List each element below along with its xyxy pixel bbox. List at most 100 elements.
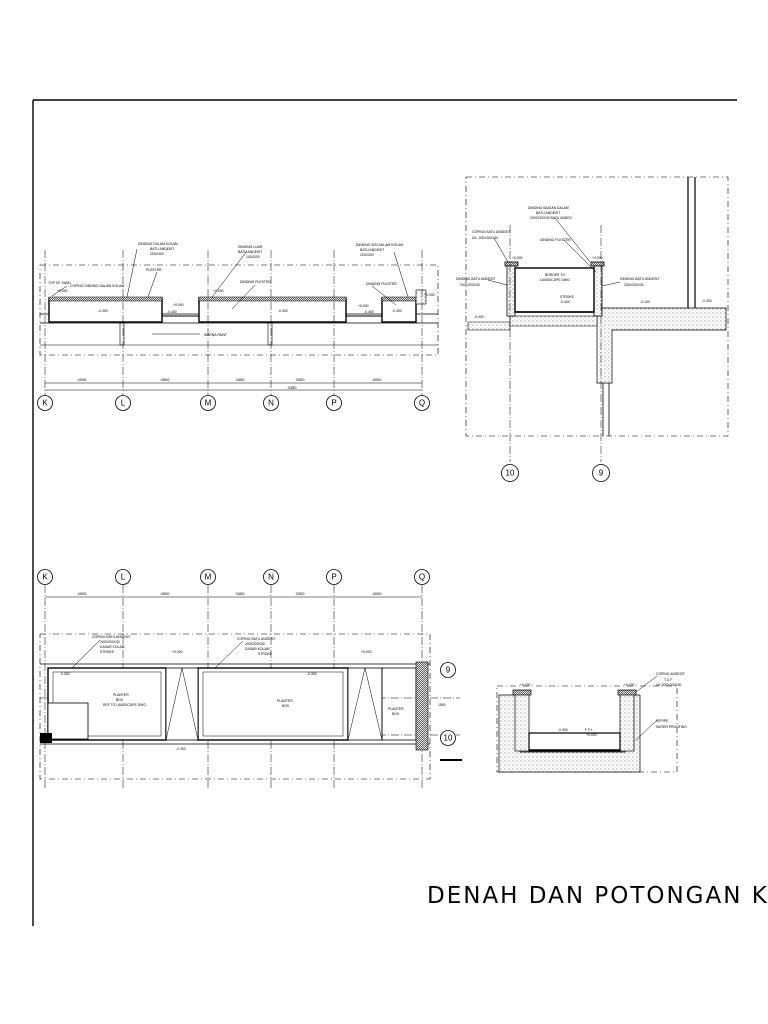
label-plan-ref: REF TO LANDSCAPE DWG [103, 703, 146, 707]
label-plan-planter-mid-box: BOX [282, 704, 290, 708]
grid-axis-n: N [268, 399, 274, 408]
grid-axis-k-plan: K [42, 573, 48, 582]
grid-axes-top [37, 250, 430, 411]
level-b-far: -0.300 [702, 299, 712, 303]
pool-plan: K L M N P Q 4005 4500 3450 3300 4000 [37, 569, 462, 790]
level-c-inner: -0.300 [558, 728, 568, 732]
grid-axis-n-plan: N [268, 573, 274, 582]
grid-axis-9-b: 9 [599, 469, 604, 478]
label-wall-right: DINDING SISI DALAM KOLAM [356, 243, 403, 247]
label-b-stroke: STROKE [560, 295, 575, 299]
label-b-wall-inner: DINDING BAGIAN DALAM [528, 206, 569, 210]
pool-2-section [198, 297, 347, 323]
dim-k-l: 4005 [78, 377, 88, 382]
label-b-coping: COPING BATU ANDESIT [472, 230, 511, 234]
level-b-right: -0.100 [640, 300, 650, 304]
level-water-1: -0.300 [98, 309, 108, 313]
dim-plan-n-p: 3300 [296, 591, 306, 596]
dim-plan-m-n: 3450 [236, 591, 246, 596]
label-b-wall-left: DINDING BATU ANDESIT [456, 277, 496, 281]
label-plan-stroke: STROKE [100, 650, 115, 654]
planter-box-1 [165, 667, 199, 741]
label-c-ffl: F F L [585, 728, 593, 732]
level-plan-a: +0.000 [172, 650, 183, 654]
level-deck-2: -0.400 [364, 310, 374, 314]
level-c-top: +0.000 [520, 683, 531, 687]
dim-plan-l-m: 4500 [161, 591, 171, 596]
label-wall-left-finish: BATU ANDESIT [150, 247, 174, 251]
label-b-plaster: DINDING PLESTER [540, 238, 571, 242]
grid-axis-m: M [205, 399, 212, 408]
label-plan-coping2-size: 200X200X30 [245, 642, 265, 646]
label-plan-pool: DASAR KOLAM [100, 645, 125, 649]
level-a4: +0.000 [358, 304, 369, 308]
label-plan-planter-box: BOX [116, 698, 124, 702]
label-wall-left-size: 200X300 [150, 252, 164, 256]
label-plan-coping-size: 200X200X30 [100, 640, 120, 644]
level-c-ffl: +0.400 [586, 733, 597, 737]
level-b-top-left: +0.000 [512, 256, 523, 260]
level-a1: +0.000 [57, 289, 68, 293]
label-plan-coping2: COPING BATU ANDESIT [237, 637, 276, 641]
pool-2-plan [197, 667, 349, 741]
label-b-wall-inner-finish: BATU ANDESIT [536, 211, 560, 215]
grid-axis-q-plan: Q [419, 573, 425, 582]
sheet-title: DENAH DAN POTONGAN KOLAM [427, 883, 768, 909]
dim-plan-p-q: 4000 [373, 591, 383, 596]
dim-total: 3350 [288, 385, 298, 390]
label-b-coping-size: UK. 200X200X30 [472, 236, 498, 240]
level-c-top-right: +0.000 [624, 683, 635, 687]
label-wall-mid: DINDING LUAR [238, 245, 263, 249]
section-pool-small: COPING ANDESIT T.O.F UK.200X200X30 SEPIP… [496, 672, 687, 773]
label-wall-right-finish: BATU ANDESIT [360, 248, 384, 252]
label-plan-planter: PLANTER [113, 693, 129, 697]
level-water-3: -0.300 [392, 309, 402, 313]
label-top-of-sand: TOP OF SAND [48, 281, 71, 285]
label-paint: WARNA PAINT [204, 333, 227, 337]
label-c-proofing: WATER PROOFING [656, 725, 687, 729]
label-plan-planter-mid: PLANTER [277, 699, 293, 703]
section-cross-frame [465, 176, 729, 437]
label-c-tof-size: UK.200X200X30 [656, 683, 681, 687]
label-b-level: -0.400 [560, 300, 570, 304]
label-b-wall-inner-size: 200X200X30 BATU ANDES [530, 216, 573, 220]
level-plan-d: -0.300 [307, 672, 317, 676]
section-long-frame [39, 264, 439, 356]
label-plaster-inner: PLESTER [146, 268, 162, 272]
dim-plan-side: 1500 [438, 703, 446, 707]
label-b-wall-right-size: 200X200X30 [624, 283, 644, 287]
grid-axis-l-plan: L [121, 573, 126, 582]
grid-axis-k: K [42, 399, 48, 408]
grid-axis-l: L [121, 399, 126, 408]
pool-1-section [48, 297, 163, 323]
dim-p-q: 4000 [373, 377, 383, 382]
section-long: TOP OF SAND COPING DINDING DALAM KOLAM D… [37, 242, 439, 411]
dim-m-n: 3450 [236, 377, 246, 382]
grid-axis-p: P [331, 399, 336, 408]
dim-n-p: 3300 [296, 377, 306, 382]
section-cross: COPING BATU ANDESIT UK. 200X200X30 DINDI… [456, 176, 729, 482]
grid-axis-m-plan: M [205, 573, 212, 582]
dim-plan-k-l: 4005 [78, 591, 88, 596]
grid-axis-9-plan: 9 [446, 666, 451, 675]
level-plan-b: +0.000 [361, 650, 372, 654]
label-b-wall-left-size: 200X200X30 [460, 283, 480, 287]
level-deck-1: -0.400 [167, 310, 177, 314]
level-plan-c: -0.300 [60, 672, 70, 676]
level-b-top-right: +0.000 [592, 256, 603, 260]
label-c-pipe: SEPIPE [656, 719, 669, 723]
level-plan-e: -0.300 [176, 747, 186, 751]
label-plan-coping: COPING BATU ANDESIT [92, 635, 131, 639]
sheet-border [32, 99, 737, 926]
level-a3: +0.000 [213, 289, 224, 293]
label-plaster-right: DINDING PLESTER [366, 282, 397, 286]
dimension-chain-top: 4005 4500 3450 3300 4000 3350 [45, 377, 422, 391]
label-plan-planter-right-box: BOX [392, 712, 400, 716]
label-plan-pool2: DASAR KOLAM [245, 647, 270, 651]
grid-axis-q: Q [419, 399, 425, 408]
grid-axis-10-plan: 10 [444, 734, 453, 743]
label-c-tof: T.O.F [664, 678, 672, 682]
label-b-landscape: LANDSCAPE DWG [540, 278, 570, 282]
level-b-left: -0.400 [474, 315, 484, 319]
